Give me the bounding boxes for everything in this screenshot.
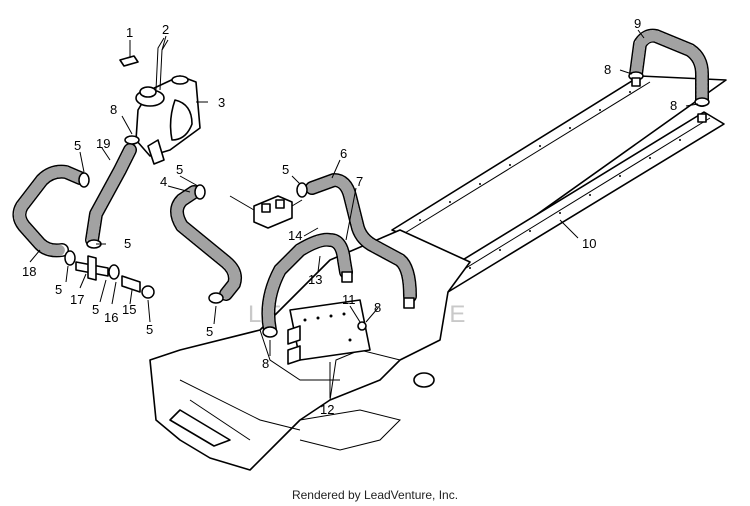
footer-credit: Rendered by LeadVenture, Inc. bbox=[291, 488, 459, 502]
hose-18 bbox=[12, 164, 87, 258]
callout-5-hose-4: 5 bbox=[176, 162, 183, 177]
callout-5-tee-left: 5 bbox=[55, 282, 62, 297]
callout-1: 1 bbox=[126, 25, 133, 40]
hose-7 bbox=[261, 232, 353, 337]
callout-5-fitting: 5 bbox=[146, 322, 153, 337]
callout-5-hose-4-lower: 5 bbox=[206, 324, 213, 339]
callout-5-hose-19: 5 bbox=[124, 236, 131, 251]
hose-9 bbox=[629, 28, 709, 107]
callout-6: 6 bbox=[340, 146, 347, 161]
leader-lines bbox=[29, 29, 699, 398]
callout-16: 16 bbox=[104, 310, 118, 325]
callout-labels: 1 2 3 4 5 5 5 5 5 5 5 5 6 7 8 8 8 8 8 9 … bbox=[22, 16, 677, 417]
callout-2: 2 bbox=[162, 22, 169, 37]
callout-19: 19 bbox=[96, 136, 110, 151]
callout-8-hose-9-upper: 8 bbox=[604, 62, 611, 77]
callout-7: 7 bbox=[356, 174, 363, 189]
callout-18: 18 bbox=[22, 264, 36, 279]
callout-13: 13 bbox=[308, 272, 322, 287]
callout-9: 9 bbox=[634, 16, 641, 31]
callout-15: 15 bbox=[122, 302, 136, 317]
callout-5-upper-left: 5 bbox=[74, 138, 81, 153]
hose-19 bbox=[85, 143, 137, 247]
callout-11: 11 bbox=[342, 292, 356, 307]
callout-3: 3 bbox=[218, 95, 225, 110]
callout-5-hose-6: 5 bbox=[282, 162, 289, 177]
callout-8-hose-9-lower: 8 bbox=[670, 98, 677, 113]
chassis-frame bbox=[149, 75, 727, 471]
callout-10: 10 bbox=[582, 236, 596, 251]
callout-8-hose-7: 8 bbox=[262, 356, 269, 371]
tee-fitting bbox=[64, 250, 155, 299]
callout-4: 4 bbox=[160, 174, 167, 189]
hose-clamps bbox=[78, 71, 710, 338]
hose-4 bbox=[170, 185, 242, 301]
callout-8-bracket: 8 bbox=[374, 300, 381, 315]
callout-5-tee-lower: 5 bbox=[92, 302, 99, 317]
callout-14: 14 bbox=[288, 228, 302, 243]
callout-12: 12 bbox=[320, 402, 334, 417]
hose-6 bbox=[305, 173, 417, 303]
callout-8-reservoir: 8 bbox=[110, 102, 117, 117]
thermostat-housing bbox=[229, 195, 303, 229]
callout-17: 17 bbox=[70, 292, 84, 307]
coolant-reservoir bbox=[119, 37, 201, 165]
